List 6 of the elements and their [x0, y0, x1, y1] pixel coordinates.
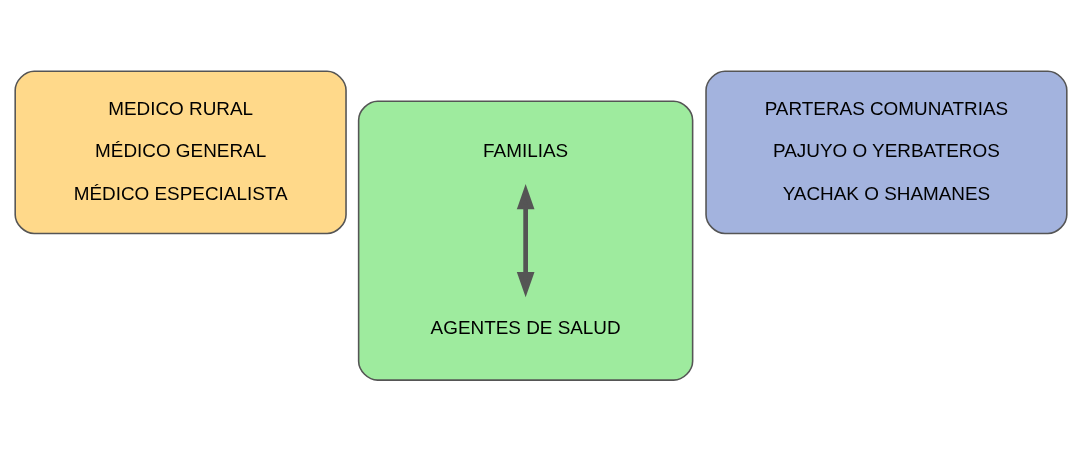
node-text: FAMILIAS: [483, 139, 569, 161]
arrow: [516, 183, 535, 297]
cluster: [357, 99, 694, 381]
node-text: AGENTES DE SALUD: [430, 316, 621, 338]
node-box: MEDICO RURAL MÉDICO GENERAL MÉDICO ESPECIALISTA: [14, 70, 347, 234]
node-box: PARTERAS COMUNATRIAS PAJUYO O YERBATEROS YACHAK O SHAMANES: [705, 70, 1068, 234]
